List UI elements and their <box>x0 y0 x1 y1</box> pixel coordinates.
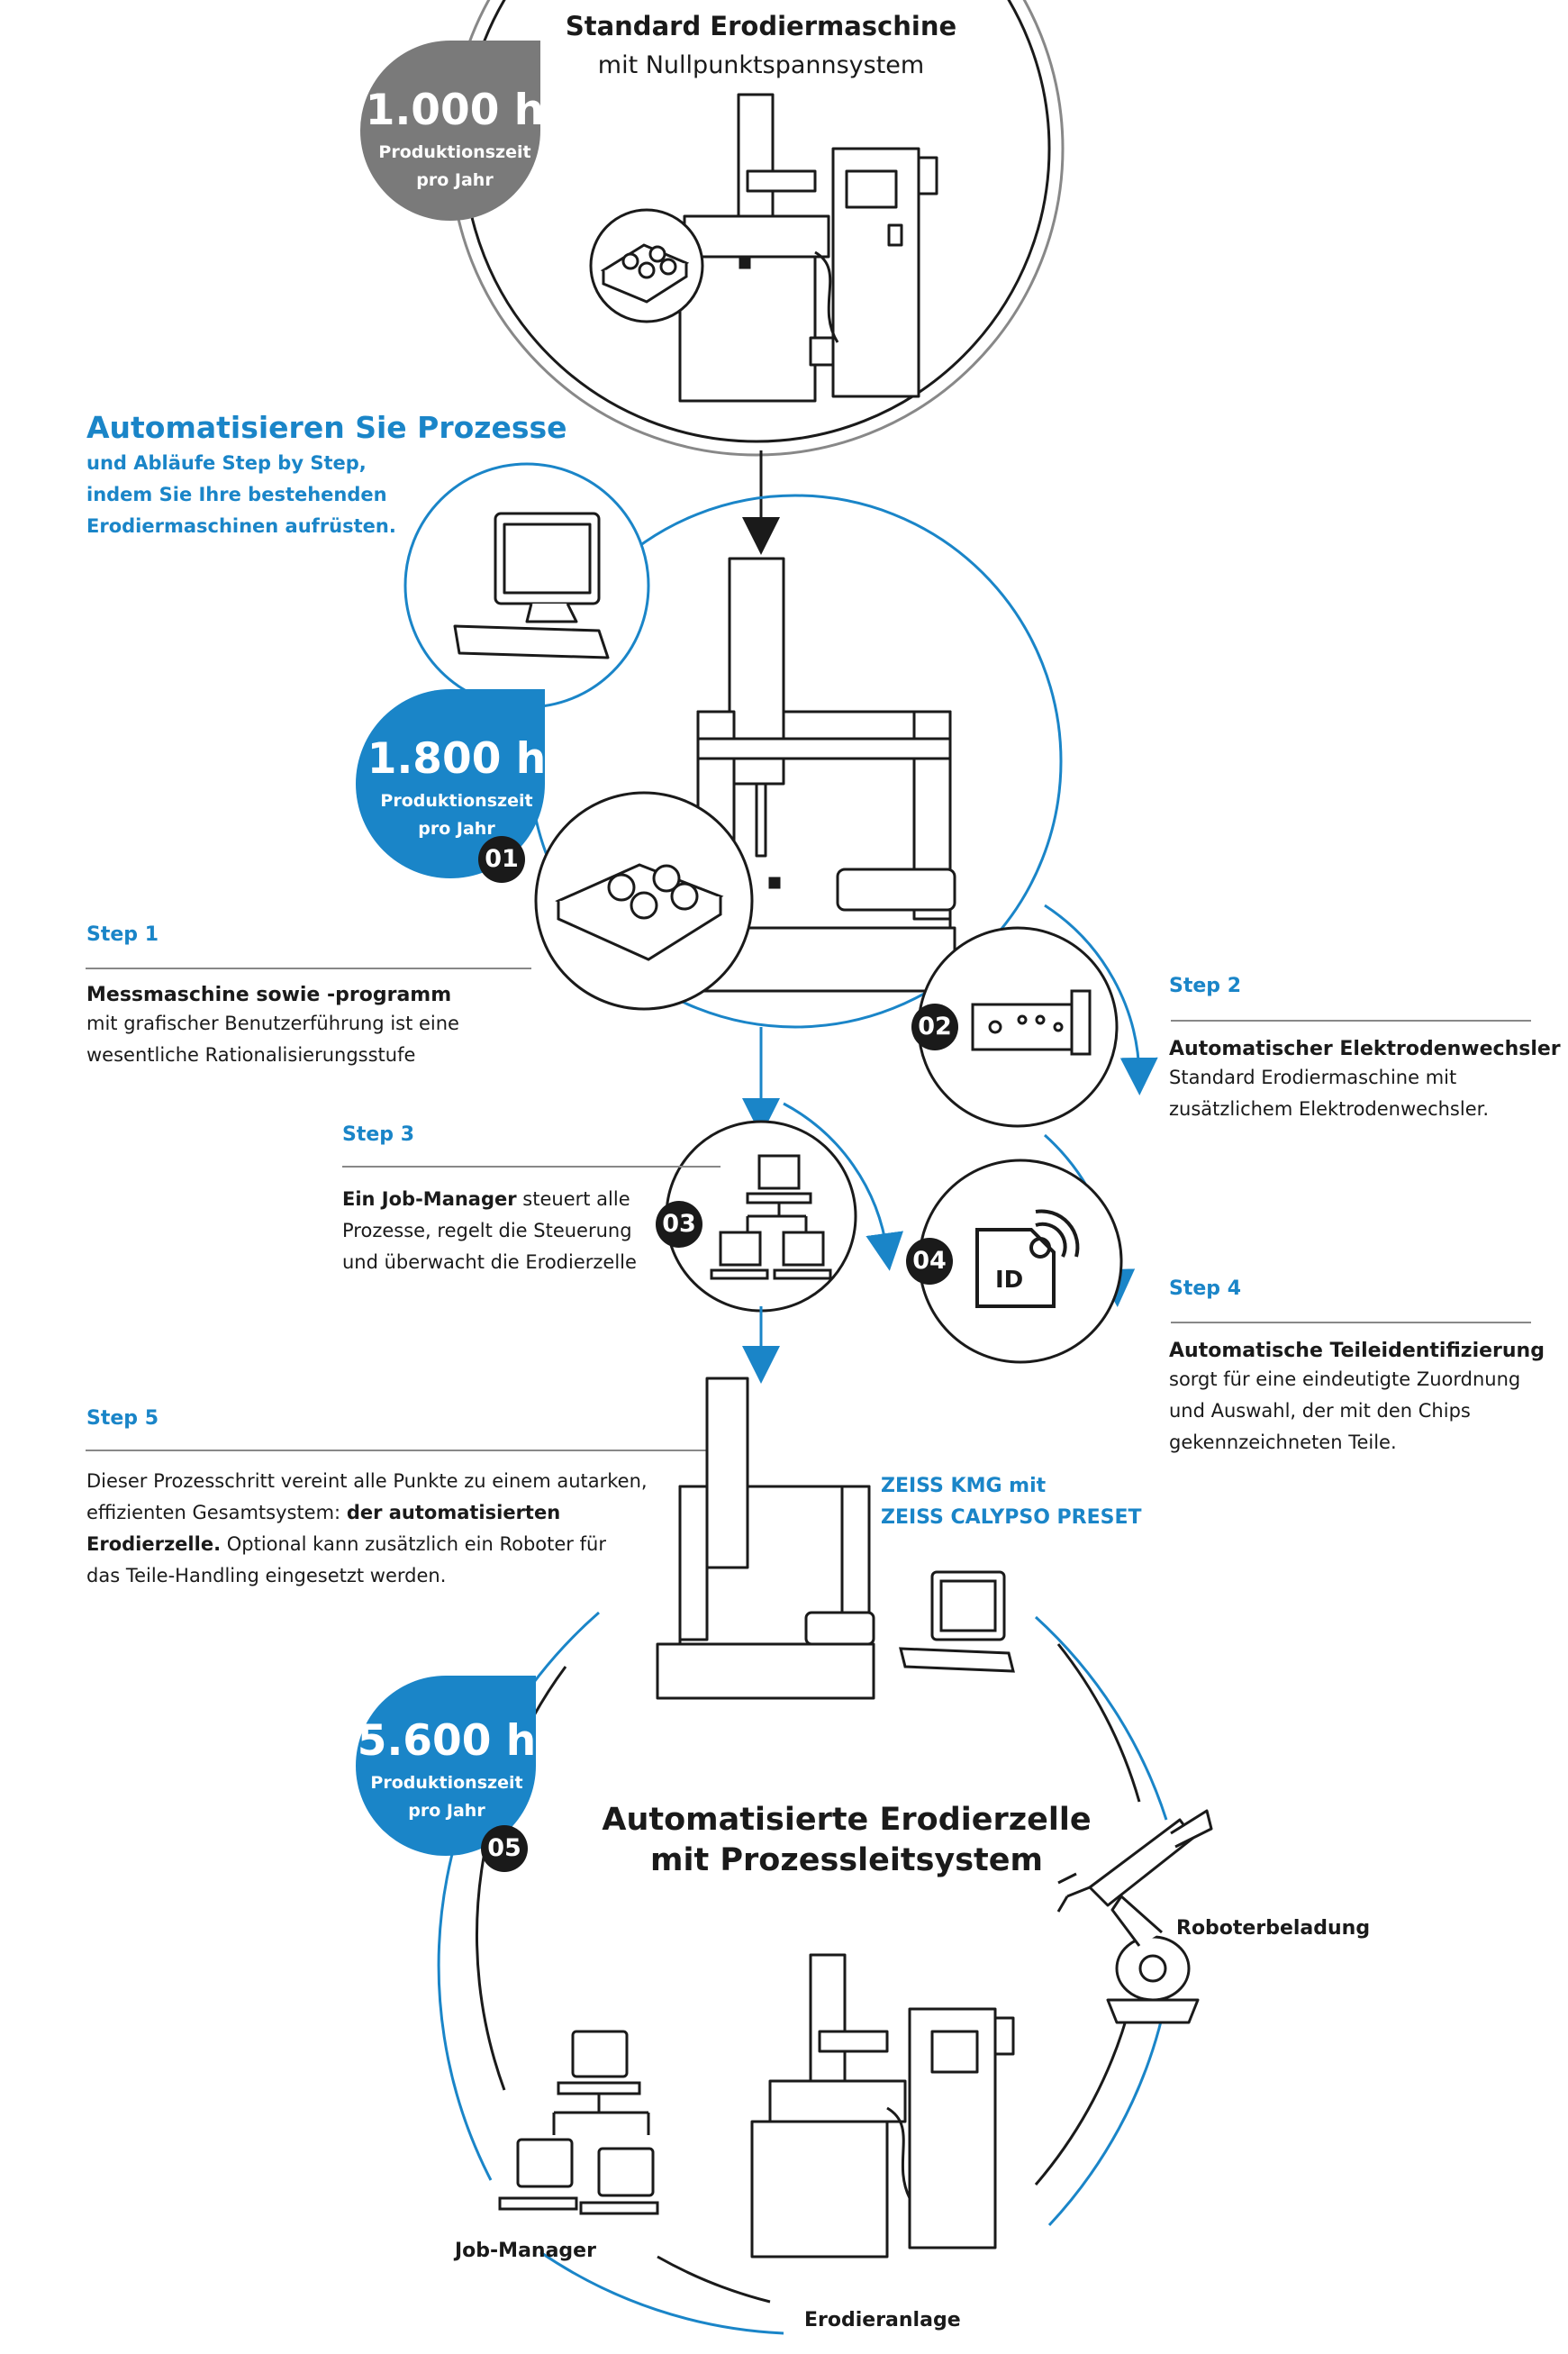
cell-arc-black-bottom <box>657 2255 771 2304</box>
final-badge-line2: pro Jahr <box>408 1801 485 1821</box>
intro-line1: und Abläufe Step by Step, <box>86 452 367 474</box>
top-stage <box>360 0 1065 555</box>
top-badge <box>360 41 540 221</box>
step3-label: Step 3 <box>342 1123 414 1146</box>
final-title-line1: Automatisierte Erodierzelle <box>602 1802 1092 1838</box>
step2-stage <box>917 904 1158 1128</box>
step2-number: 02 <box>911 1004 958 1050</box>
step5-label: Step 5 <box>86 1407 159 1430</box>
step5-line2: effizienten Gesamtsystem: der automatisi… <box>86 1497 648 1529</box>
step5-line2-bold: der automatisierten <box>346 1502 561 1523</box>
step3-text: Ein Job-Manager steuert alle Prozesse, r… <box>342 1184 637 1278</box>
step1-number: 01 <box>478 836 525 883</box>
edm-machine-icon <box>678 93 938 403</box>
step2-label: Step 2 <box>1169 975 1241 997</box>
jobmanager-caption: Job-Manager <box>455 2240 596 2262</box>
final-title: Automatisierte Erodierzelle mit Prozessl… <box>554 1800 1139 1881</box>
stage2-badge-line1: Produktionszeit <box>380 791 533 811</box>
final-badge-text: 5.600 h Produktionszeit pro Jahr <box>348 1716 546 1825</box>
step2-line1: Standard Erodiermaschine mit <box>1169 1067 1457 1088</box>
top-title: Standard Erodiermaschine <box>565 11 957 41</box>
step4-text: Automatische Teileidentifizierung sorgt … <box>1169 1340 1545 1459</box>
edm-machine-icon-2 <box>750 1953 1015 2259</box>
zeiss-monitor-icon <box>899 1570 1015 1673</box>
step3-head-rest: steuert alle <box>516 1188 630 1210</box>
stage2 <box>356 462 1063 1136</box>
step5-line4: das Teile-Handling eingesetzt werden. <box>86 1565 447 1586</box>
final-stage <box>356 1377 1213 2335</box>
step3-number: 03 <box>656 1201 702 1248</box>
step5-line3-bold: Erodierzelle. <box>86 1533 222 1555</box>
id-chip-icon <box>975 1209 1080 1308</box>
top-badge-line2: pro Jahr <box>416 170 494 190</box>
cell-arc-black-br <box>1034 2004 1132 2186</box>
stage2-badge-hours: 1.800 h <box>367 734 547 784</box>
arrow-step3 <box>783 1102 903 1271</box>
step1-label: Step 1 <box>86 923 159 946</box>
step5-number: 05 <box>481 1825 528 1872</box>
step4-head: Automatische Teileidentifizierung <box>1169 1340 1545 1362</box>
stage2-badge-text: 1.800 h Produktionszeit pro Jahr <box>358 734 556 843</box>
step4-line1: sorgt für eine eindeutigte Zuordnung <box>1169 1368 1521 1390</box>
final-badge-hours: 5.600 h <box>357 1716 537 1766</box>
zeiss-line2: ZEISS CALYPSO PRESET <box>881 1506 1142 1529</box>
robot-caption: Roboterbeladung <box>1176 1917 1371 1940</box>
step5-line1: Dieser Prozesschritt vereint alle Punkte… <box>86 1470 648 1492</box>
stage2-badge <box>356 689 545 878</box>
intro-line3: Erodiermaschinen aufrüsten. <box>86 515 396 537</box>
cell-arc-blue-bottom <box>539 2250 784 2335</box>
network-icon <box>710 1154 832 1280</box>
step2-head: Automatischer Elektrodenwechsler <box>1169 1038 1561 1060</box>
step5-line3-rest: Optional kann zusätzlich ein Roboter für <box>221 1533 606 1555</box>
cell-arc-black-right <box>1056 1643 1141 1803</box>
cell-arc-blue-right <box>1034 1615 1168 1821</box>
step4-number: 04 <box>906 1238 953 1285</box>
step3-head: Ein Job-Manager <box>342 1188 517 1210</box>
step1-line2: wesentliche Rationalisierungsstufe <box>86 1044 416 1066</box>
monitor-icon <box>453 512 610 659</box>
jobmanager-network-icon <box>498 2030 659 2215</box>
zeiss-label: ZEISS KMG mit ZEISS CALYPSO PRESET <box>881 1470 1142 1533</box>
step5-text: Dieser Prozesschritt vereint alle Punkte… <box>86 1466 648 1592</box>
cmm-machine-icon-2 <box>656 1377 875 1700</box>
intro-headline: Automatisieren Sie Prozesse <box>86 410 567 445</box>
stage2-badge-line2: pro Jahr <box>418 819 495 839</box>
step2-line2: zusätzlichem Elektrodenwechsler. <box>1169 1098 1490 1120</box>
top-subtitle: mit Nullpunktspannsystem <box>597 51 925 79</box>
step5-line3: Erodierzelle. Optional kann zusätzlich e… <box>86 1529 648 1560</box>
top-badge-hours: 1.000 h <box>365 86 545 135</box>
step4-line3: gekennzeichneten Teile. <box>1169 1431 1397 1453</box>
electrode-changer-icon <box>971 989 1092 1056</box>
arrow-step2 <box>1044 904 1158 1095</box>
edm-caption: Erodieranlage <box>804 2309 961 2331</box>
final-badge <box>356 1676 536 1856</box>
intro-line2: indem Sie Ihre bestehenden <box>86 484 387 505</box>
step3-line1: Prozesse, regelt die Steuerung <box>342 1220 632 1241</box>
final-title-line2: mit Prozessleitsystem <box>650 1842 1043 1878</box>
cell-arc-blue-br <box>1047 2017 1164 2227</box>
step1-line1: mit grafischer Benutzerführung ist eine <box>86 1013 459 1034</box>
step1-text: Messmaschine sowie -programm mit grafisc… <box>86 984 459 1071</box>
step3-line2: und überwacht die Erodierzelle <box>342 1251 637 1273</box>
fixture-detail-icon <box>589 208 751 323</box>
robot-icon <box>1056 1809 1213 2024</box>
step4-label: Step 4 <box>1169 1277 1241 1300</box>
id-label: ID <box>995 1267 1024 1294</box>
final-badge-line1: Produktionszeit <box>370 1773 523 1793</box>
top-badge-line1: Produktionszeit <box>378 142 531 162</box>
fixture-detail-icon-2 <box>534 791 781 1011</box>
step1-head: Messmaschine sowie -programm <box>86 984 452 1006</box>
step4-stage <box>918 1133 1136 1364</box>
step3-headline: Ein Job-Manager steuert alle <box>342 1184 637 1215</box>
top-badge-text: 1.000 h Produktionszeit pro Jahr <box>356 86 554 195</box>
step2-text: Automatischer Elektrodenwechsler Standar… <box>1169 1038 1561 1125</box>
zeiss-line1: ZEISS KMG mit <box>881 1475 1047 1497</box>
step5-line2-pre: effizienten Gesamtsystem: <box>86 1502 347 1523</box>
intro-text: und Abläufe Step by Step, indem Sie Ihre… <box>86 448 396 542</box>
step4-line2: und Auswahl, der mit den Chips <box>1169 1400 1471 1422</box>
